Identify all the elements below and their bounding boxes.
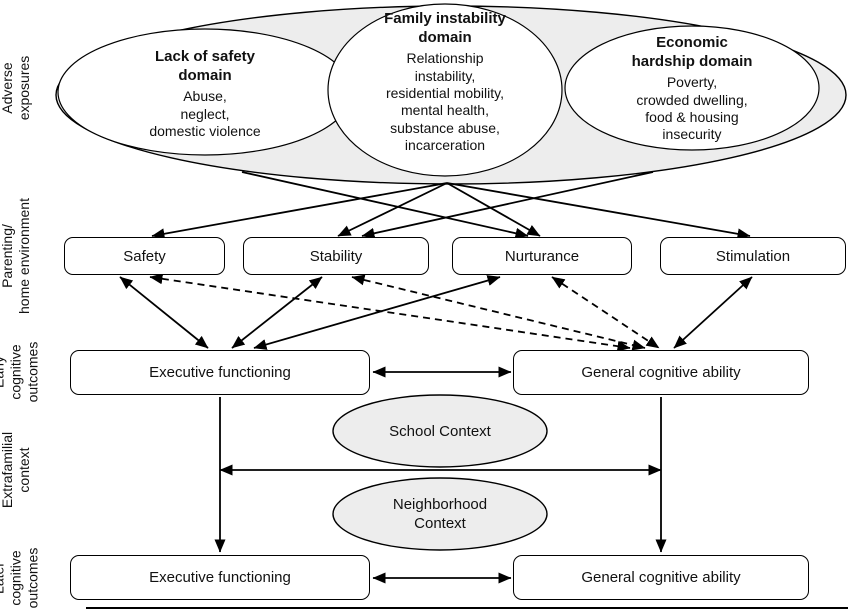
economic-hardship-ellipse	[565, 26, 819, 150]
box-stimulation: Stimulation	[660, 237, 846, 275]
arrow-exposures-right-to-stability	[361, 172, 653, 239]
lack-of-safety-title: Lack of safety domain	[154, 48, 256, 84]
box-early-general-cognitive-ability: General cognitive ability	[513, 350, 809, 395]
arrow-exposures-to-stability	[337, 183, 447, 236]
lack-of-safety-body: Abuse, neglect, domestic violence	[149, 88, 261, 139]
arrow-exposures-to-nurturance	[447, 183, 540, 236]
neighborhood-context-label: Neighborhood Context	[392, 496, 488, 532]
family-instability-title: Family instability domain	[384, 10, 506, 46]
arrow-stimulation-general	[674, 277, 752, 348]
arrow-exposures-to-stimulation	[447, 183, 751, 240]
box-safety: Safety	[64, 237, 225, 275]
arrow-exposures-to-safety	[151, 183, 447, 240]
arrow-stability-executive	[232, 277, 322, 348]
arrow-safety-executive	[120, 277, 208, 348]
family-instability-ellipse	[328, 4, 562, 176]
box-nurturance: Nurturance	[452, 237, 632, 275]
box-stability: Stability	[243, 237, 429, 275]
economic-hardship-title: Economic hardship domain	[631, 34, 753, 70]
arrow-exposures-left-to-nurturance	[242, 172, 529, 239]
school-context-label: School Context	[389, 423, 491, 440]
family-instability-domain-text: Family instability domain Relationship i…	[340, 10, 550, 154]
lack-of-safety-domain-text: Lack of safety domain Abuse, neglect, do…	[85, 48, 325, 140]
row-label-later-cognitive-outcomes: Later cognitive outcomes	[0, 547, 41, 609]
economic-hardship-body: Poverty, crowded dwelling, food & housin…	[636, 74, 748, 143]
school-context-ellipse	[333, 395, 547, 467]
dashed-arrow-nurturance-general	[552, 277, 659, 348]
box-later-executive-functioning: Executive functioning	[70, 555, 370, 600]
box-early-executive-functioning: Executive functioning	[70, 350, 370, 395]
row-label-adverse-exposures: Adverse exposures	[0, 55, 32, 121]
family-instability-body: Relationship instability, residential mo…	[385, 50, 504, 153]
economic-hardship-domain-text: Economic hardship domain Poverty, crowde…	[577, 34, 807, 144]
dashed-arrow-stability-general	[351, 274, 646, 351]
neighborhood-context-ellipse	[333, 478, 547, 550]
dashed-arrow-safety-general	[149, 273, 631, 352]
arrow-nurturance-executive	[253, 275, 501, 350]
box-later-general-cognitive-ability: General cognitive ability	[513, 555, 809, 600]
